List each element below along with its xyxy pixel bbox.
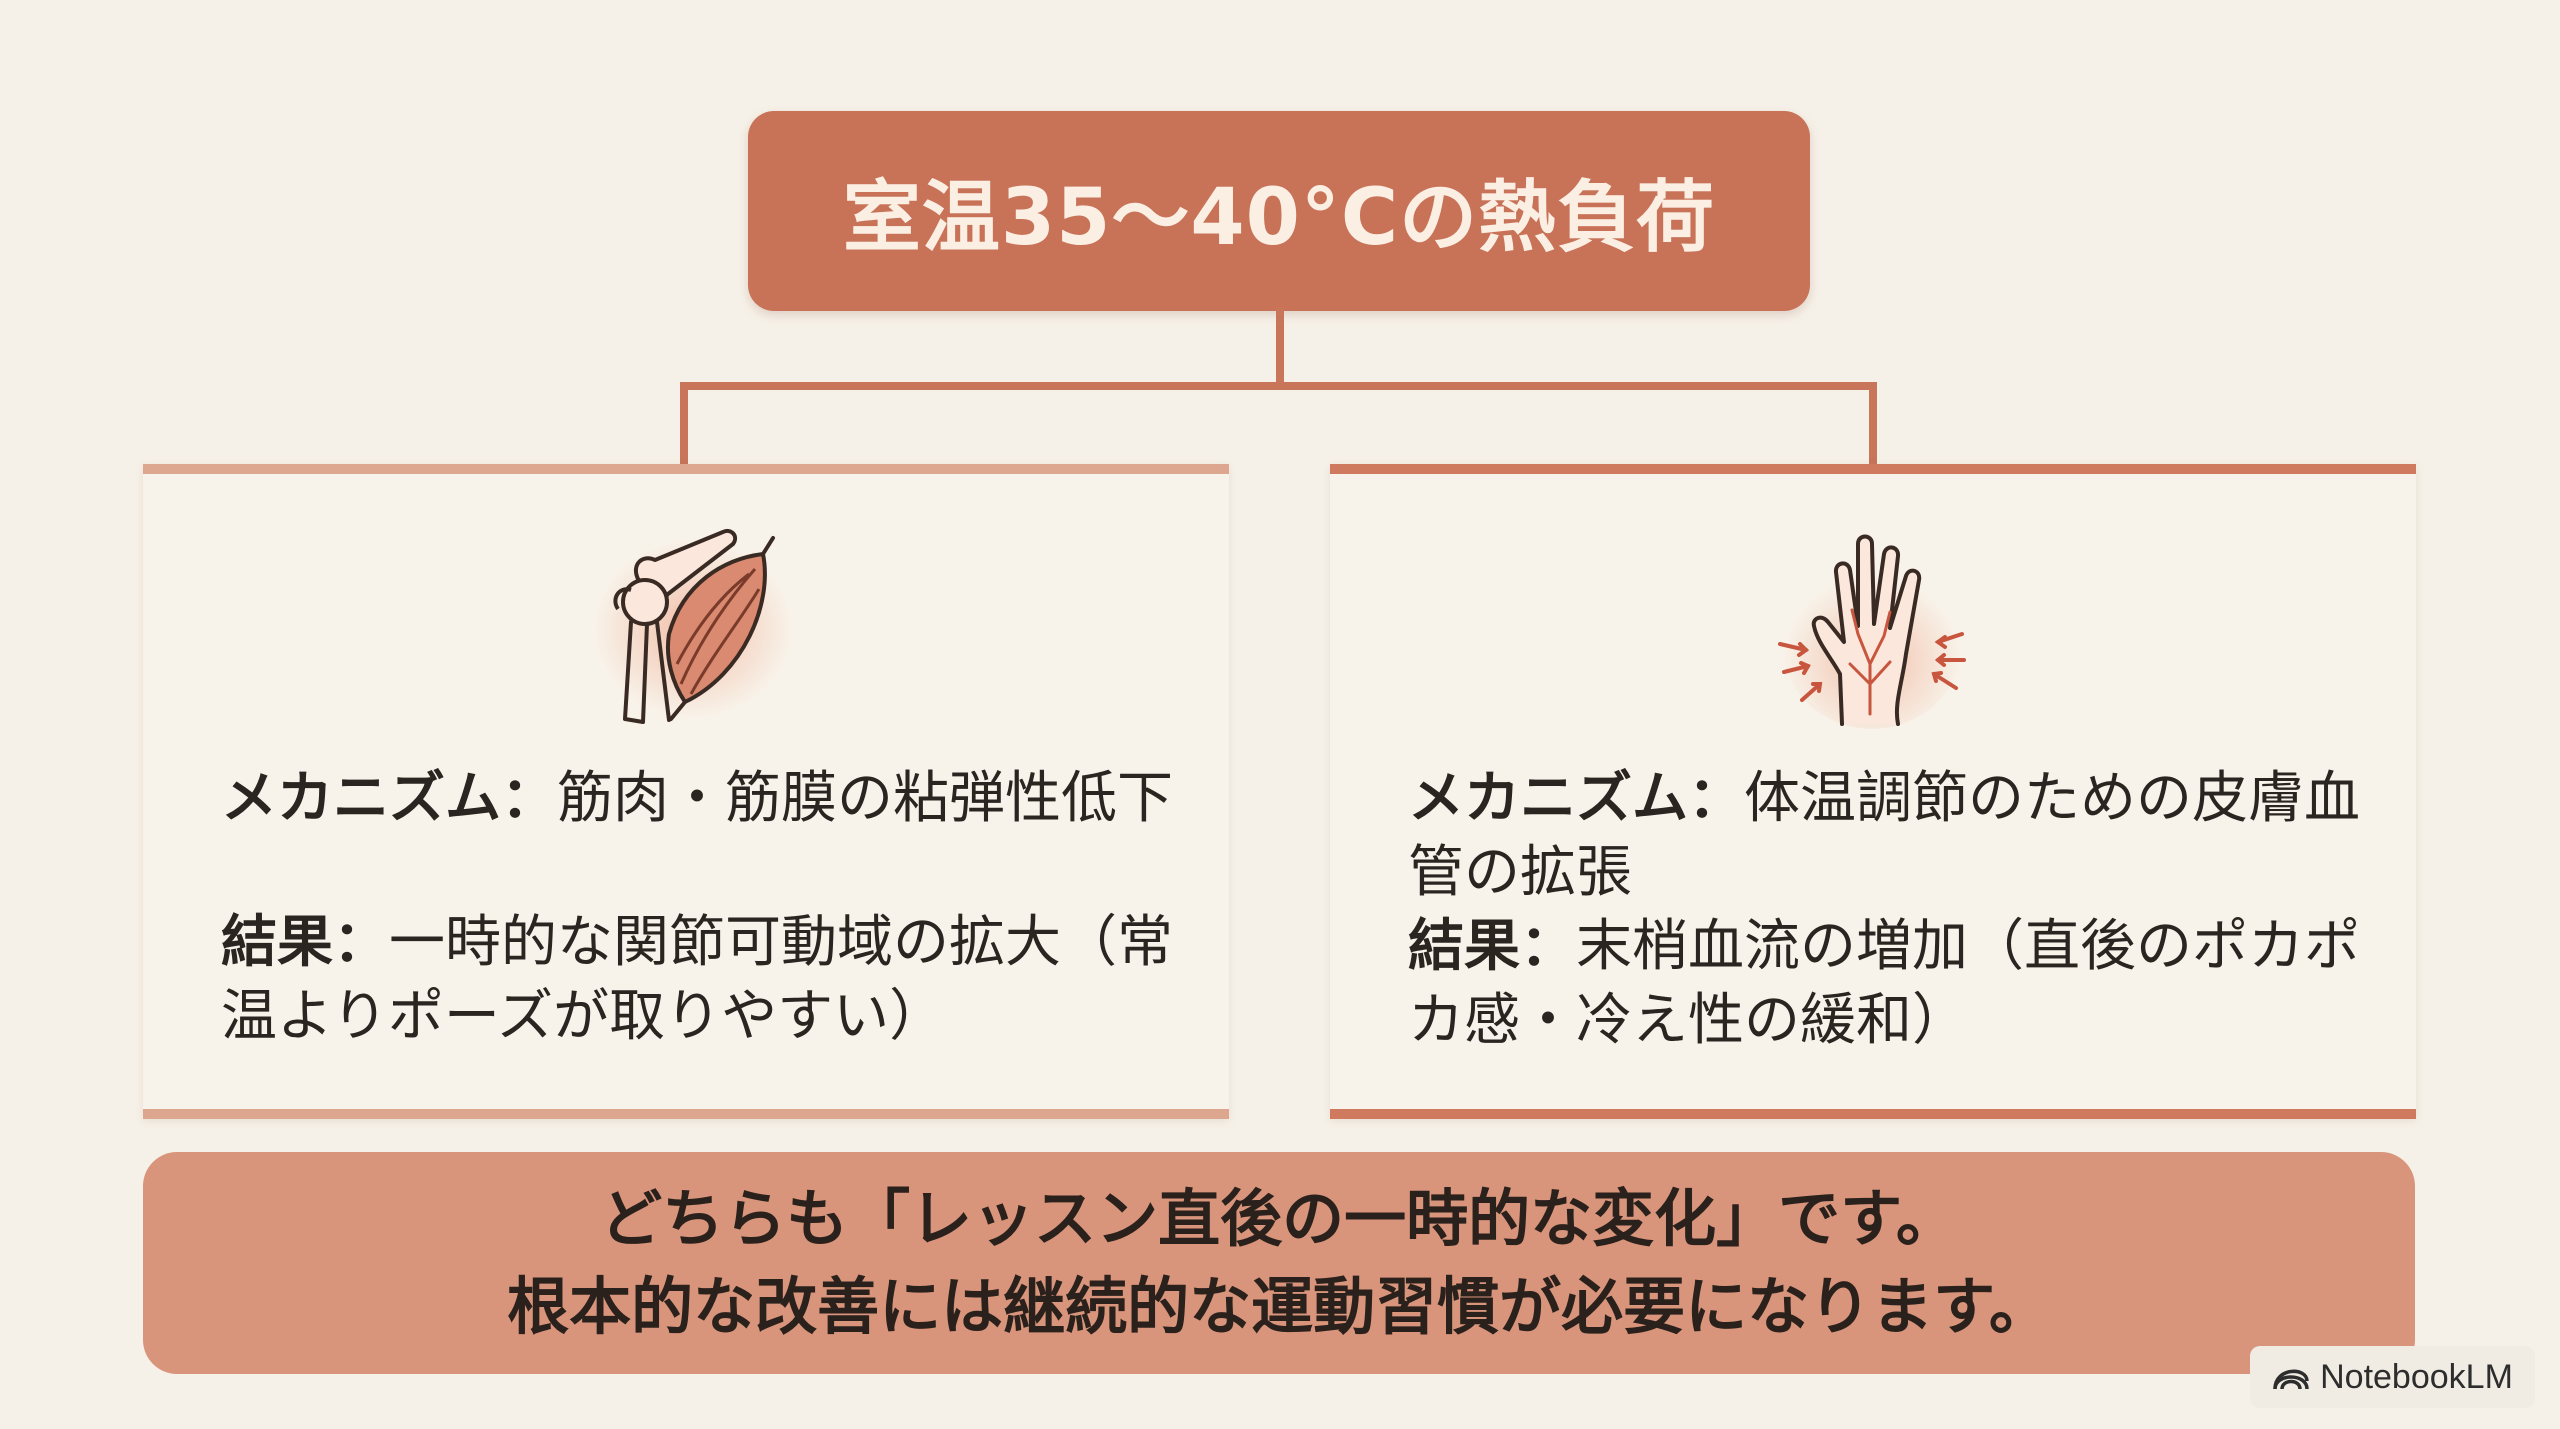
mechanism-label: メカニズム： xyxy=(1408,766,1744,831)
result-line: 結果：末梢血流の増加（直後のポカポカ感・冷え性の緩和） xyxy=(1408,910,2368,1058)
summary-line-1: どちらも「レッスン直後の一時的な変化」です。 xyxy=(600,1182,1958,1255)
mechanism-text: 筋肉・筋膜の粘弾性低下 xyxy=(557,766,1173,831)
card-blood-vessel: メカニズム：体温調節のための皮膚血管の拡張 結果：末梢血流の増加（直後のポカポカ… xyxy=(1330,464,2416,1119)
mechanism-label: メカニズム： xyxy=(221,766,557,831)
result-text: 末梢血流の増加（直後のポカポカ感・冷え性の緩和） xyxy=(1408,914,2360,1053)
result-line: 結果：一時的な関節可動域の拡大（常温よりポーズが取りやすい） xyxy=(221,906,1181,1054)
title-box: 室温35〜40°Cの熱負荷 xyxy=(748,111,1810,311)
mechanism-line: メカニズム：筋肉・筋膜の粘弾性低下 xyxy=(221,762,1181,836)
notebooklm-logo-icon xyxy=(2273,1369,2309,1390)
card-muscle: メカニズム：筋肉・筋膜の粘弾性低下 結果：一時的な関節可動域の拡大（常温よりポー… xyxy=(143,464,1229,1119)
result-label: 結果： xyxy=(1408,914,1576,979)
result-text: 一時的な関節可動域の拡大（常温よりポーズが取りやすい） xyxy=(221,910,1173,1049)
summary-box: どちらも「レッスン直後の一時的な変化」です。 根本的な改善には継続的な運動習慣が… xyxy=(143,1152,2415,1374)
muscle-joint-icon xyxy=(593,529,793,724)
result-label: 結果： xyxy=(221,910,389,975)
mechanism-line: メカニズム：体温調節のための皮膚血管の拡張 xyxy=(1408,762,2368,910)
notebooklm-badge: NotebookLM xyxy=(2250,1346,2535,1408)
mechanism-text: 体温調節のための皮膚血管の拡張 xyxy=(1408,766,2360,905)
diagram-title: 室温35〜40°Cの熱負荷 xyxy=(842,173,1716,263)
hand-blood-vessel-icon xyxy=(1778,534,1966,729)
summary-line-2: 根本的な改善には継続的な運動習慣が必要になります。 xyxy=(507,1270,2051,1343)
brand-name: NotebookLM xyxy=(2320,1357,2513,1396)
card-text: メカニズム：体温調節のための皮膚血管の拡張 結果：末梢血流の増加（直後のポカポカ… xyxy=(1408,762,2368,1058)
card-text: メカニズム：筋肉・筋膜の粘弾性低下 結果：一時的な関節可動域の拡大（常温よりポー… xyxy=(221,762,1181,1124)
